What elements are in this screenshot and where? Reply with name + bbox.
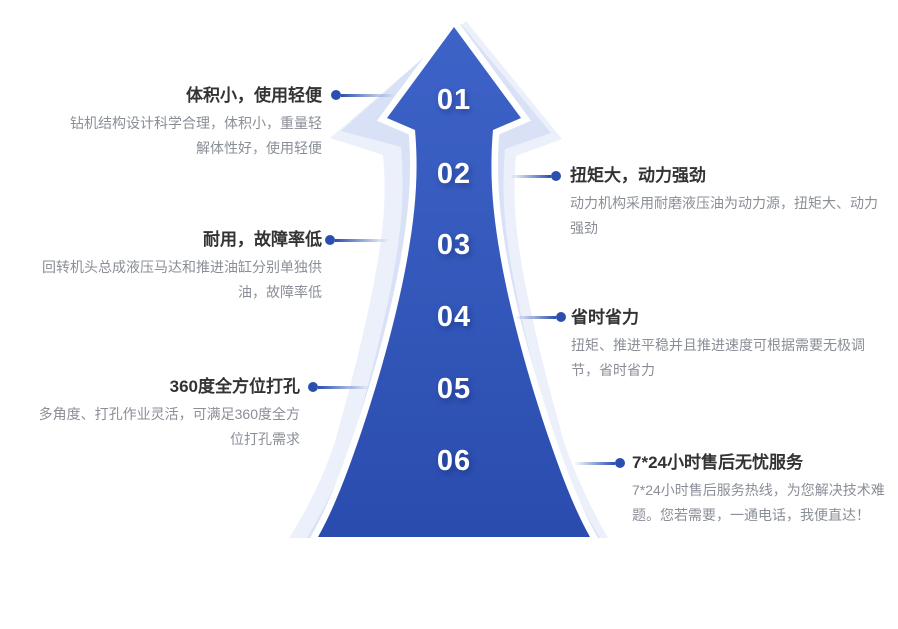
connector-feature-3 bbox=[325, 235, 389, 245]
feature-description: 扭矩、推进平稳并且推进速度可根据需要无极调 节，省时省力 bbox=[571, 333, 865, 383]
connector-dot-icon bbox=[551, 171, 561, 181]
step-number-2: 02 bbox=[436, 158, 472, 190]
feature-description: 回转机头总成液压马达和推进油缸分别单独供 油，故障率低 bbox=[42, 255, 322, 305]
feature-description: 7*24小时售后服务热线，为您解决技术难 题。您若需要，一通电话，我便直达！ bbox=[632, 478, 885, 528]
connector-feature-5 bbox=[308, 382, 370, 392]
connector-dot-icon bbox=[556, 312, 566, 322]
feature-description: 动力机构采用耐磨液压油为动力源，扭矩大、动力 强劲 bbox=[570, 191, 878, 241]
connector-dot-icon bbox=[325, 235, 335, 245]
feature-block-5: 360度全方位打孔 多角度、打孔作业灵活，可满足360度全方 位打孔需求 bbox=[39, 375, 300, 452]
feature-title: 360度全方位打孔 bbox=[169, 377, 300, 396]
step-number-1: 01 bbox=[436, 84, 472, 116]
step-number-3: 03 bbox=[436, 229, 472, 261]
connector-dot-icon bbox=[308, 382, 318, 392]
feature-desc-line: 解体性好，使用轻便 bbox=[196, 140, 322, 156]
connector-line bbox=[510, 174, 551, 178]
feature-block-4: 省时省力 扭矩、推进平稳并且推进速度可根据需要无极调 节，省时省力 bbox=[571, 306, 865, 383]
step-number-5: 05 bbox=[436, 373, 472, 405]
feature-desc-line: 7*24小时售后服务热线，为您解决技术难 bbox=[632, 482, 885, 498]
connector-line bbox=[318, 385, 370, 389]
feature-title: 扭矩大，动力强劲 bbox=[570, 166, 706, 185]
connector-line bbox=[515, 315, 556, 319]
feature-desc-line: 回转机头总成液压马达和推进油缸分别单独供 bbox=[42, 259, 322, 275]
feature-desc-line: 位打孔需求 bbox=[230, 431, 300, 447]
connector-dot-icon bbox=[615, 458, 625, 468]
feature-title: 体积小，使用轻便 bbox=[186, 86, 322, 105]
connector-line bbox=[574, 461, 615, 465]
feature-block-6: 7*24小时售后无忧服务 7*24小时售后服务热线，为您解决技术难 题。您若需要… bbox=[632, 451, 885, 528]
connector-dot-icon bbox=[331, 90, 341, 100]
feature-block-3: 耐用，故障率低 回转机头总成液压马达和推进油缸分别单独供 油，故障率低 bbox=[42, 228, 322, 305]
connector-line bbox=[335, 238, 389, 242]
connector-line bbox=[341, 93, 395, 97]
feature-block-2: 扭矩大，动力强劲 动力机构采用耐磨液压油为动力源，扭矩大、动力 强劲 bbox=[570, 164, 878, 241]
feature-desc-line: 动力机构采用耐磨液压油为动力源，扭矩大、动力 bbox=[570, 195, 878, 211]
feature-desc-line: 节，省时省力 bbox=[571, 362, 655, 378]
connector-feature-6 bbox=[574, 458, 625, 468]
feature-desc-line: 强劲 bbox=[570, 220, 598, 236]
feature-description: 钻机结构设计科学合理，体积小，重量轻 解体性好，使用轻便 bbox=[70, 111, 322, 161]
feature-description: 多角度、打孔作业灵活，可满足360度全方 位打孔需求 bbox=[39, 402, 300, 452]
feature-desc-line: 多角度、打孔作业灵活，可满足360度全方 bbox=[38, 406, 300, 422]
connector-feature-1 bbox=[331, 90, 395, 100]
feature-title: 省时省力 bbox=[571, 308, 639, 327]
connector-feature-4 bbox=[515, 312, 566, 322]
feature-desc-line: 题。您若需要，一通电话，我便直达！ bbox=[632, 507, 870, 523]
feature-block-1: 体积小，使用轻便 钻机结构设计科学合理，体积小，重量轻 解体性好，使用轻便 bbox=[70, 84, 322, 161]
feature-desc-line: 扭矩、推进平稳并且推进速度可根据需要无极调 bbox=[571, 337, 865, 353]
step-number-6: 06 bbox=[436, 445, 472, 477]
step-number-4: 04 bbox=[436, 301, 472, 333]
feature-desc-line: 油，故障率低 bbox=[238, 284, 322, 300]
arrow-body-shape bbox=[318, 27, 590, 537]
feature-title: 耐用，故障率低 bbox=[203, 230, 322, 249]
feature-desc-line: 钻机结构设计科学合理，体积小，重量轻 bbox=[70, 115, 322, 131]
connector-feature-2 bbox=[510, 171, 561, 181]
feature-title: 7*24小时售后无忧服务 bbox=[632, 453, 803, 472]
